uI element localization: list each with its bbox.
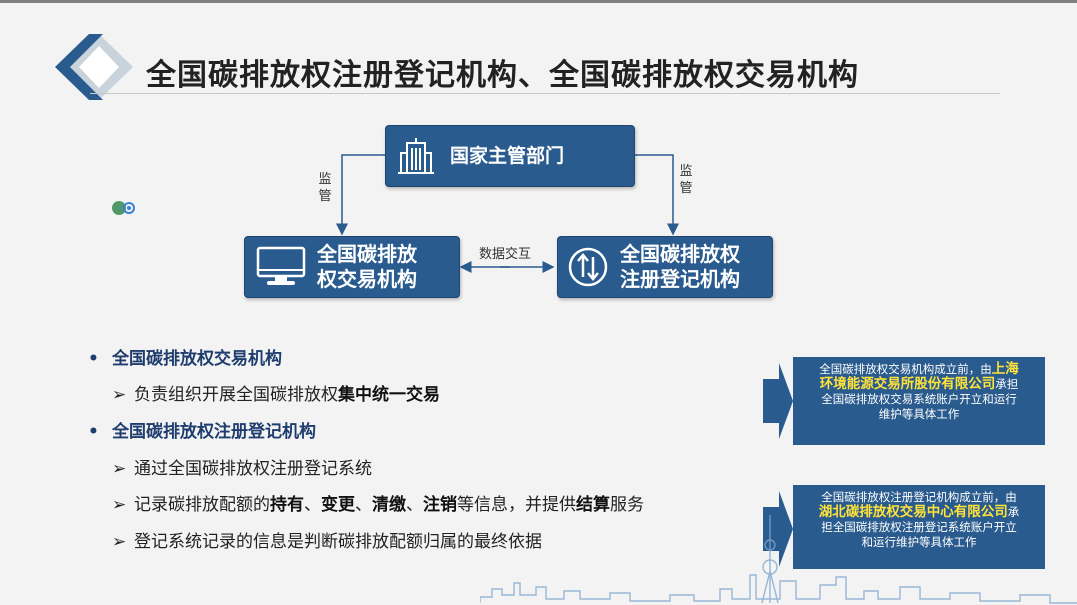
- callout-trading-note: 全国碳排放权交易机构成立前，由上海 环境能源交易所股份有限公司承担 全国碳排放权…: [763, 357, 1045, 445]
- registry-label-line1: 全国碳排放权: [620, 242, 740, 266]
- cursor-icon: [112, 201, 135, 215]
- title-chevron-icon: [55, 34, 133, 100]
- city-skyline-decoration: [480, 515, 1077, 604]
- supervise-right-arrow: [633, 154, 679, 236]
- bullet-registry-institution: •全国碳排放权注册登记机构: [88, 422, 316, 442]
- node-trading-institution: 全国碳排放 权交易机构: [244, 236, 460, 298]
- monitor-icon: [256, 246, 306, 285]
- page-title: 全国碳排放权注册登记机构、全国碳排放权交易机构: [146, 58, 859, 93]
- authority-label: 国家主管部门: [450, 144, 565, 167]
- trading-label-line1: 全国碳排放: [317, 242, 417, 266]
- supervise-left-label: 监管: [318, 172, 332, 204]
- transfer-icon: [568, 247, 608, 287]
- supervise-right-label: 监管: [679, 164, 693, 196]
- sub-bullet-record-info: ➢记录碳排放配额的持有、变更、清缴、注销等信息，并提供结算服务: [112, 495, 644, 515]
- node-registry-institution: 全国碳排放权 注册登记机构: [557, 236, 773, 298]
- title-divider: [90, 93, 1000, 94]
- callout-registry-note: 全国碳排放权注册登记机构成立前，由 湖北碳排放权交易中心有限公司承 担全国碳排放…: [763, 485, 1045, 573]
- top-rule: [0, 0, 1077, 3]
- bullet-trading-institution: •全国碳排放权交易机构: [88, 349, 282, 369]
- node-national-authority: 国家主管部门: [385, 125, 635, 187]
- sub-bullet-centralized-trading: ➢负责组织开展全国碳排放权集中统一交易: [112, 385, 440, 405]
- trading-label-line2: 权交易机构: [317, 267, 417, 291]
- building-icon: [398, 138, 434, 174]
- registry-label-line2: 注册登记机构: [620, 267, 740, 291]
- data-exchange-label: 数据交互: [479, 247, 532, 262]
- callout-arrow-icon: [763, 363, 793, 439]
- supervise-left-arrow: [336, 154, 385, 236]
- sub-bullet-final-basis: ➢登记系统记录的信息是判断碳排放配额归属的最终依据: [112, 532, 542, 552]
- sub-bullet-registry-system: ➢通过全国碳排放权注册登记系统: [112, 459, 372, 479]
